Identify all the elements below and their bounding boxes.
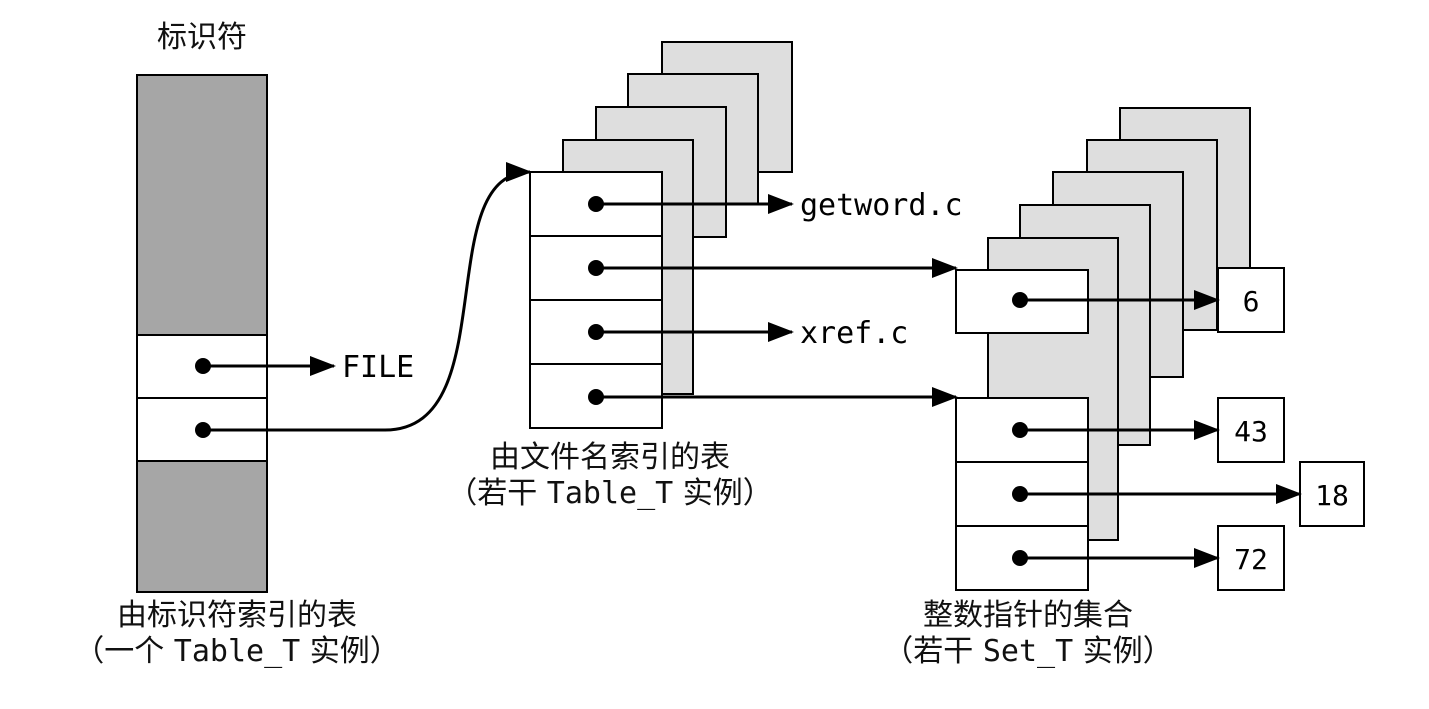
int-box-72 bbox=[1217, 525, 1285, 591]
dot-id-file bbox=[195, 358, 211, 374]
file-table-caption: 由文件名索引的表 （若干 Table_T 实例） bbox=[440, 440, 780, 512]
identifier-table-bottom-block bbox=[136, 460, 268, 593]
dot-int-set-b-1 bbox=[1012, 422, 1028, 438]
pointer-arrows bbox=[203, 162, 1302, 568]
identifier-caption-code: Table_T bbox=[173, 634, 301, 669]
identifier-table-top-block bbox=[136, 74, 268, 336]
int-sets-caption-line1: 整数指针的集合 bbox=[923, 598, 1133, 633]
file-caption-code: Table_T bbox=[546, 476, 674, 511]
dot-file-row-3 bbox=[588, 324, 604, 340]
file-caption-post: 实例） bbox=[673, 476, 773, 511]
int-sets-caption-line2: （若干 Set_T 实例） bbox=[878, 634, 1178, 670]
identifier-caption-pre: （一个 bbox=[74, 634, 174, 669]
file-table-caption-line1: 由文件名索引的表 bbox=[490, 440, 730, 475]
value-6: 6 bbox=[1243, 285, 1260, 318]
identifier-table-caption: 由标识符索引的表 （一个 Table_T 实例） bbox=[72, 598, 402, 670]
file-table-caption-line2: （若干 Table_T 实例） bbox=[440, 476, 780, 512]
int-box-6 bbox=[1217, 267, 1285, 333]
value-43: 43 bbox=[1234, 415, 1268, 448]
value-18: 18 bbox=[1315, 479, 1349, 512]
dot-int-set-a bbox=[1012, 292, 1028, 308]
int-sets-caption: 整数指针的集合 （若干 Set_T 实例） bbox=[878, 598, 1178, 670]
int-value-boxes bbox=[1217, 267, 1365, 591]
int-caption-code: Set_T bbox=[982, 634, 1074, 669]
file-table-stack bbox=[529, 41, 793, 429]
dot-file-row-4 bbox=[588, 389, 604, 405]
dot-file-row-2 bbox=[588, 260, 604, 276]
dot-id-link bbox=[195, 422, 211, 438]
dot-int-set-b-2 bbox=[1012, 486, 1028, 502]
pointer-dots bbox=[195, 196, 1028, 566]
int-caption-post: 实例） bbox=[1073, 634, 1173, 669]
identifier-table bbox=[136, 74, 268, 593]
arrow-id-to-file-table bbox=[203, 162, 532, 432]
int-set-stack bbox=[955, 107, 1251, 591]
key-getword: getword.c bbox=[800, 188, 963, 223]
dot-file-row-1 bbox=[588, 196, 604, 212]
int-box-43 bbox=[1217, 397, 1285, 463]
int-caption-pre: （若干 bbox=[883, 634, 983, 669]
identifiers-title: 标识符 bbox=[157, 20, 247, 55]
identifier-table-caption-line2: （一个 Table_T 实例） bbox=[72, 634, 402, 670]
key-xref: xref.c bbox=[800, 316, 908, 351]
file-label: FILE bbox=[342, 350, 414, 385]
identifier-table-caption-line1: 由标识符索引的表 bbox=[117, 598, 357, 633]
file-caption-pre: （若干 bbox=[447, 476, 547, 511]
dot-int-set-b-3 bbox=[1012, 550, 1028, 566]
identifier-caption-post: 实例） bbox=[300, 634, 400, 669]
value-72: 72 bbox=[1234, 543, 1268, 576]
